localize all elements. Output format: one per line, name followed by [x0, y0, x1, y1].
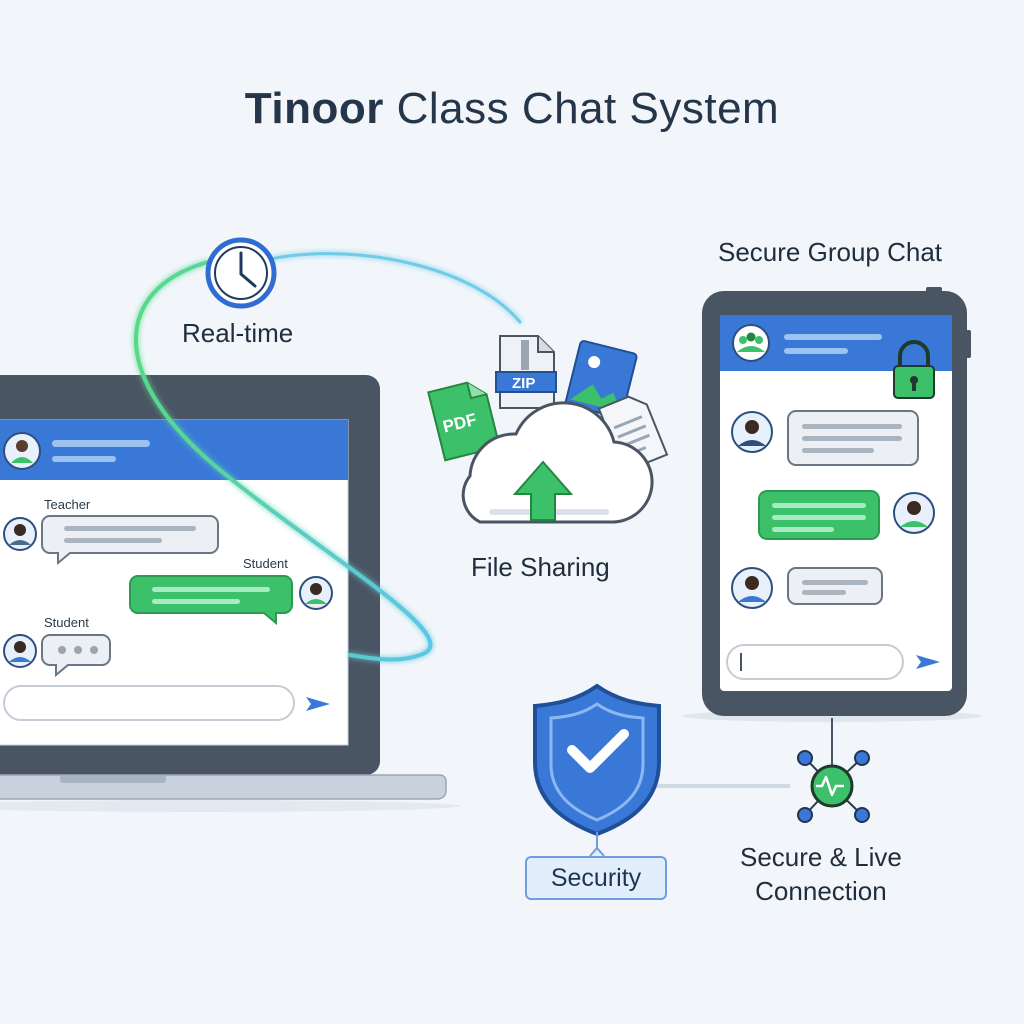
- document-file-icon: [597, 395, 669, 474]
- trackpad-notch: [60, 775, 166, 783]
- bubble-line: [152, 587, 270, 592]
- image-file-icon: [564, 340, 638, 419]
- zip-badge: ZIP: [512, 375, 535, 392]
- avatar-icon: [299, 576, 333, 610]
- student-label: Student: [243, 556, 288, 571]
- laptop-chat-header: [0, 420, 348, 480]
- lock-icon: [893, 340, 935, 399]
- avatar-icon: [3, 432, 41, 470]
- bubble-line: [64, 526, 196, 531]
- group-chat-label: Secure Group Chat: [718, 237, 943, 267]
- zip-file-icon: ZIP: [495, 335, 557, 409]
- avatar-icon: [3, 634, 37, 668]
- student-label: Student: [44, 615, 89, 630]
- header-line: [52, 440, 150, 447]
- avatar-icon: [3, 517, 37, 551]
- laptop: [0, 375, 460, 812]
- tablet: [682, 287, 982, 722]
- security-label: Security: [525, 856, 667, 900]
- header-line: [52, 456, 116, 462]
- pdf-file-icon: PDF: [427, 381, 501, 462]
- page-title: Tinoor Class Chat System: [0, 84, 1024, 134]
- brand-name: Tinoor: [244, 84, 384, 133]
- realtime-label: Real-time: [182, 318, 294, 348]
- avatar-icon: [731, 567, 773, 609]
- send-icon[interactable]: [306, 697, 330, 711]
- shield-check-icon: [533, 683, 661, 837]
- file-sharing-cluster: PDF ZIP: [427, 335, 669, 524]
- live-label-line2: Connection: [755, 876, 887, 906]
- group-icon: [732, 324, 770, 362]
- laptop-message-input[interactable]: [3, 685, 295, 721]
- bubble-line: [64, 538, 162, 543]
- typing-bubble: [41, 634, 111, 678]
- live-connection-label: Secure & Live Connection: [740, 840, 902, 908]
- avatar-icon: [731, 411, 773, 453]
- cloud-upload-icon: [461, 401, 654, 524]
- network-pulse-icon: [797, 718, 870, 823]
- clock-icon: [205, 237, 277, 309]
- tablet-message-input[interactable]: [726, 644, 904, 680]
- realtime-arc: [133, 252, 522, 662]
- avatar-icon: [893, 492, 935, 534]
- tablet-bubble-gray-2: [787, 567, 883, 605]
- send-icon[interactable]: [916, 655, 940, 669]
- bubble-line: [152, 599, 240, 604]
- teacher-label: Teacher: [44, 497, 91, 512]
- file-sharing-label: File Sharing: [471, 552, 610, 582]
- title-rest: Class Chat System: [396, 84, 780, 133]
- live-label-line1: Secure & Live: [740, 842, 902, 872]
